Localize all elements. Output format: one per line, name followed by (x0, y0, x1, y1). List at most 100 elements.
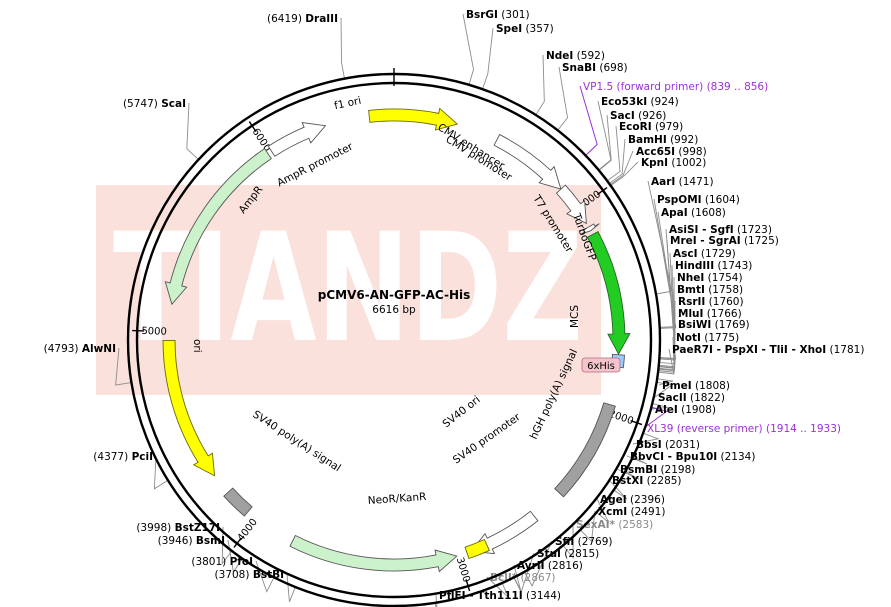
site-label-aari: AarI (1471) (651, 176, 714, 188)
site-name: KpnI (641, 157, 668, 169)
callout-sacii (654, 381, 674, 398)
six-his-label: 6xHis (587, 361, 615, 372)
callout-primer-1 (579, 85, 598, 156)
feature-cmv-enhancer (493, 133, 562, 190)
site-name: SacI (610, 110, 635, 122)
site-pos: (998) (675, 146, 707, 158)
site-label-agei: AgeI (2396) (600, 494, 665, 506)
label-mcs: MCS (569, 305, 581, 328)
tick-2000 (630, 420, 643, 426)
callout-bsrgi (462, 13, 474, 85)
label-sv40-ori: SV40 ori (440, 394, 482, 431)
tick-4000 (233, 537, 242, 548)
feature-t7-promoter (579, 223, 600, 235)
site-name: SpeI (496, 23, 522, 35)
features (162, 107, 631, 573)
site-label-asci: AscI (1729) (673, 248, 736, 260)
site-label-pflfi-tth111i: PflFI - Tth111I (3144) (439, 590, 561, 602)
site-label-bsiwi: BsiWI (1769) (678, 319, 750, 331)
tick-1000 (596, 186, 608, 196)
site-label-pspomi: PspOMI (1604) (657, 194, 740, 206)
callout-apai (657, 211, 677, 329)
site-name: PciI (132, 451, 153, 463)
callout-kpni (610, 161, 639, 186)
callout-bstz17i (221, 526, 233, 565)
site-name: NdeI (546, 50, 573, 62)
feature-hgh-poly-a-signal (554, 402, 616, 498)
tick-label-5000: 5000 (141, 326, 167, 338)
site-label-mlui: MluI (1766) (678, 308, 742, 320)
label-sv40-polya: SV40 poly(A) signal (250, 408, 343, 474)
feature-f1-ori (368, 107, 459, 131)
site-label-draiii: (6419) DraIII (267, 13, 338, 25)
callout-scai (186, 102, 199, 160)
site-label-bbsi: BbsI (2031) (636, 439, 700, 451)
site-label-noti: NotI (1775) (676, 332, 739, 344)
site-label-pcii: (4377) PciI (93, 451, 153, 463)
site-name: XcmI (598, 506, 627, 518)
label-f1-ori: f1 ori (333, 95, 362, 112)
site-name: AlwNI (82, 343, 116, 355)
site-pos: (2491) (627, 506, 665, 518)
site-pos: (2285) (643, 475, 681, 487)
callout-paer7i-pspxi-tlii-xhoi (658, 348, 675, 375)
site-name: NheI (677, 272, 704, 284)
site-pos: (3998) (136, 522, 174, 534)
site-pos: (2583) (615, 519, 653, 531)
site-pos: (1758) (705, 284, 743, 296)
callout-pcii (153, 455, 169, 490)
site-pos: (1908) (678, 404, 716, 416)
site-pos: (1608) (688, 207, 726, 219)
callout-xcmi (579, 510, 596, 543)
site-pos: (698) (596, 62, 628, 74)
site-name: DraIII (305, 13, 338, 25)
tick-6000 (248, 121, 257, 132)
site-name: AleI (655, 404, 678, 416)
site-pos: (1822) (687, 392, 725, 404)
feature-ampr (164, 148, 272, 306)
feature-ori (162, 339, 216, 477)
site-pos: (1725) (741, 235, 779, 247)
primer-label-1: VP1.5 (forward primer) (839 .. 856) (583, 81, 768, 93)
site-pos: (357) (522, 23, 554, 35)
site-label-bstxi: BstXI (2285) (612, 475, 682, 487)
site-pos: (1723) (734, 224, 772, 236)
site-name: BbvCI - Bpu10I (630, 451, 717, 463)
tick-label-3000: 3000 (454, 556, 472, 584)
site-label-asisi-sgfi: AsiSI - SgfI (1723) (669, 224, 772, 236)
site-label-bsrgi: BsrGI (301) (466, 9, 530, 21)
site-name: AsiSI - SgfI (669, 224, 734, 236)
site-label-mrei-sgrai: MreI - SgrAI (1725) (670, 235, 779, 247)
feature-sv40-poly-a-signal (223, 487, 253, 517)
site-name: EcoRI (619, 121, 652, 133)
site-name: SexAI* (576, 519, 615, 531)
site-label-sexai: SexAI* (2583) (576, 519, 653, 531)
site-pos: (2867) (517, 572, 555, 584)
site-pos: (924) (647, 96, 679, 108)
site-name: AscI (673, 248, 698, 260)
site-pos: (5747) (123, 98, 161, 110)
site-name: RsrII (678, 296, 705, 308)
site-name: BsmBI (620, 464, 657, 476)
callout-primer-2 (643, 406, 668, 429)
callout-bamhi (608, 138, 626, 184)
site-pos: (6419) (267, 13, 305, 25)
site-pos: (1471) (675, 176, 713, 188)
site-name: ApaI (661, 207, 688, 219)
site-label-nhei: NheI (1754) (677, 272, 743, 284)
label-ori: ori (191, 339, 203, 353)
site-label-spei: SpeI (357) (496, 23, 554, 35)
site-name: SacII (658, 392, 687, 404)
callout-ndei (535, 54, 545, 116)
site-pos: (3801) (191, 556, 229, 568)
feature-ampr-promoter (267, 122, 327, 157)
site-label-alwni: (4793) AlwNI (44, 343, 116, 355)
site-pos: (2134) (717, 451, 755, 463)
site-pos: (592) (573, 50, 605, 62)
site-name: MluI (678, 308, 703, 320)
site-pos: (1760) (705, 296, 743, 308)
callout-bbvci-bpu10i (626, 455, 648, 465)
site-pos: (1766) (703, 308, 741, 320)
site-label-pfoi: (3801) PfoI (191, 556, 253, 568)
tick-3000 (465, 579, 471, 592)
